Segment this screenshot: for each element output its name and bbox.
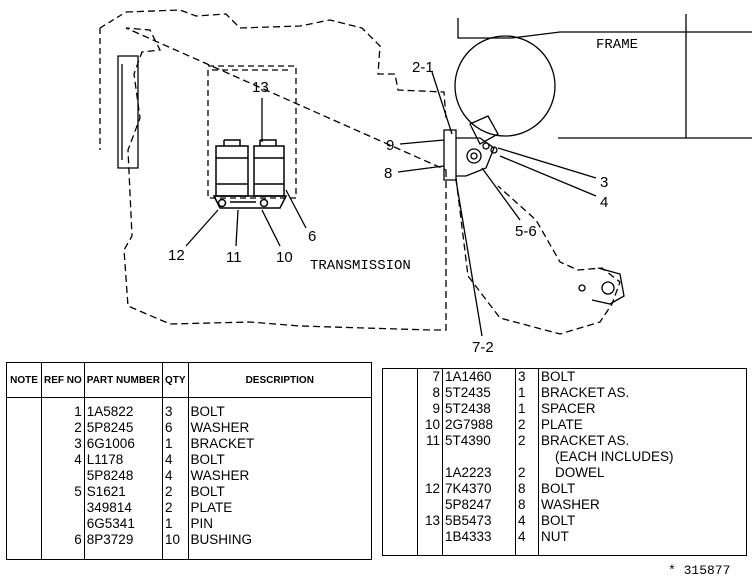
callout-3: 3	[600, 174, 609, 191]
callout-5-6: 5-6	[515, 223, 537, 240]
transmission-outline	[123, 9, 447, 331]
frame-structure	[443, 14, 752, 181]
table-row: (EACH INCLUDES)	[382, 449, 747, 465]
header-ref-no: REF NO	[41, 362, 85, 398]
callout-7-2: 7-2	[472, 339, 494, 356]
mount-assembly	[212, 139, 288, 209]
header-note: NOTE	[6, 362, 42, 398]
parts-table-left: NOTE REF NO PART NUMBER QTY DESCRIPTION …	[6, 362, 372, 560]
table-header-row: NOTE REF NO PART NUMBER QTY DESCRIPTION	[6, 362, 372, 398]
header-qty: QTY	[162, 362, 189, 398]
transmission-label: TRANSMISSION	[310, 258, 411, 274]
header-description: DESCRIPTION	[188, 362, 372, 398]
frame-label: FRAME	[596, 37, 639, 53]
callout-6: 6	[308, 228, 317, 245]
callout-13: 13	[252, 79, 269, 96]
header-part-number: PART NUMBER	[84, 362, 163, 398]
parts-illustration	[99, 9, 752, 337]
callout-8: 8	[384, 165, 393, 182]
callout-10: 10	[276, 249, 293, 266]
callout-4: 4	[600, 194, 609, 211]
callout-11: 11	[226, 249, 242, 266]
callout-12: 12	[168, 247, 185, 264]
drawing-number: * 315877	[668, 563, 731, 578]
callout-2-1: 2-1	[412, 59, 434, 76]
callout-9: 9	[386, 137, 395, 154]
